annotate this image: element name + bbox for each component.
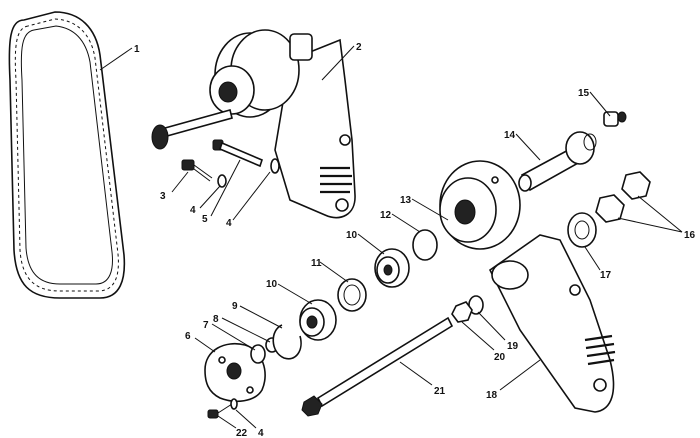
label-4b: 4 (226, 218, 232, 229)
label-1: 1 (134, 44, 140, 55)
spacer-ring-11 (337, 278, 367, 312)
drive-belt (8, 11, 126, 299)
bearing-10-upper (374, 248, 410, 288)
label-13: 13 (400, 195, 412, 206)
pulley-hub-13 (439, 160, 521, 250)
label-2: 2 (356, 42, 362, 53)
label-16: 16 (684, 230, 696, 241)
label-12: 12 (380, 210, 392, 221)
label-22: 22 (236, 428, 248, 438)
end-cover-6 (204, 343, 266, 403)
label-18: 18 (486, 390, 498, 401)
callout-labels: 1 2 3 4 5 4 6 7 8 9 10 11 10 12 13 14 15… (134, 42, 696, 438)
bearing-10-lower (299, 299, 337, 341)
nut-16-upper (621, 171, 651, 200)
label-10a: 10 (266, 279, 278, 290)
label-4c: 4 (258, 428, 264, 438)
upper-housing (151, 29, 356, 219)
washer-4 (270, 158, 280, 174)
long-bolt-21 (301, 316, 454, 417)
washer-17 (567, 212, 597, 248)
washer-12 (412, 229, 438, 261)
leader-lines (99, 45, 683, 429)
long-bolt-5 (212, 139, 263, 168)
label-5: 5 (202, 214, 208, 225)
label-21: 21 (434, 386, 446, 397)
lower-bracket-18 (488, 234, 616, 413)
label-15: 15 (578, 88, 590, 99)
circlip-9 (272, 324, 302, 360)
label-8: 8 (213, 314, 219, 325)
label-17: 17 (600, 270, 612, 281)
label-3: 3 (160, 191, 166, 202)
screw-22 (207, 398, 238, 419)
shaft-14 (518, 131, 597, 192)
small-bolt-3 (181, 159, 213, 182)
washer-7 (250, 344, 266, 364)
label-4a: 4 (190, 205, 196, 216)
label-14: 14 (504, 130, 516, 141)
label-19: 19 (507, 341, 519, 352)
nut-20 (451, 301, 473, 323)
label-7: 7 (203, 320, 209, 331)
label-11: 11 (311, 258, 322, 269)
label-20: 20 (494, 352, 506, 363)
grease-nipple-15 (603, 111, 627, 127)
spring-washer-4 (217, 174, 227, 188)
nut-16-lower (595, 194, 625, 223)
label-10b: 10 (346, 230, 358, 241)
label-9: 9 (232, 301, 238, 312)
label-6: 6 (185, 331, 191, 342)
